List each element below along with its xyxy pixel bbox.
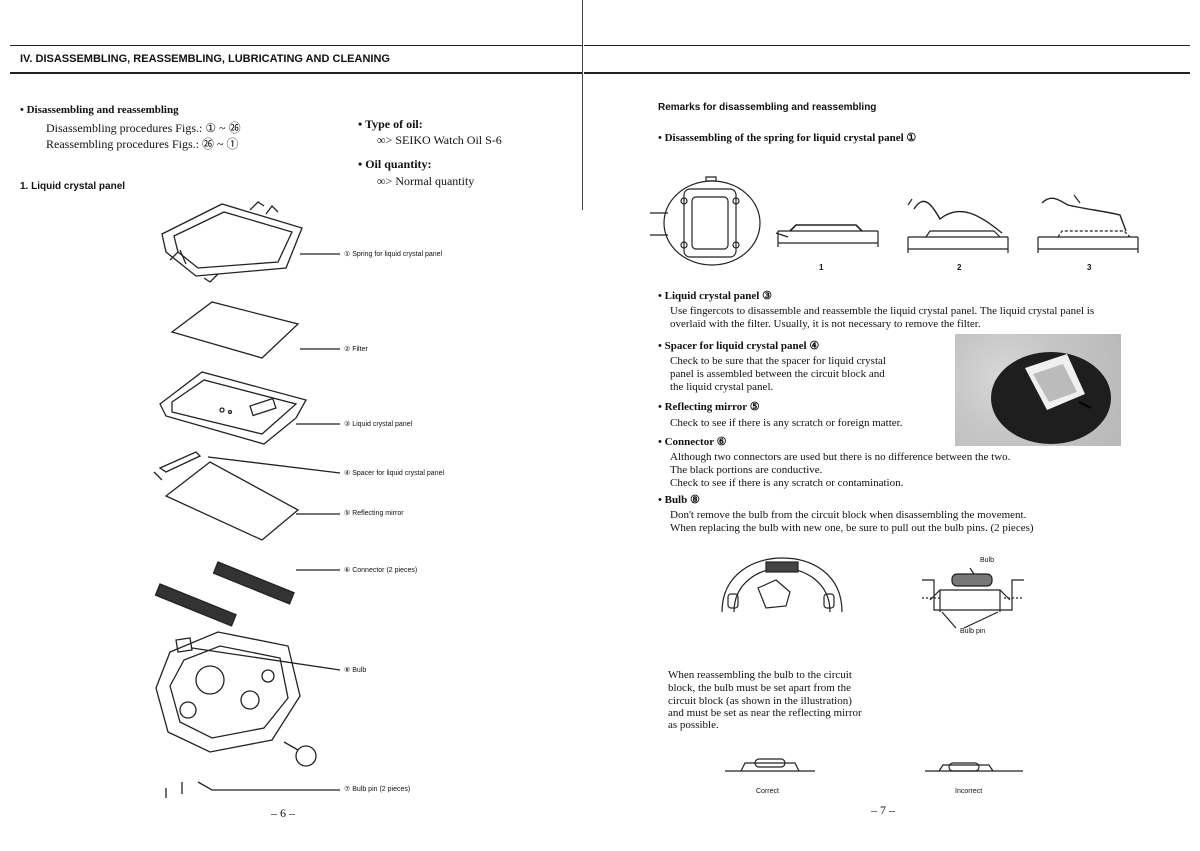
page-number-right: – 7 – [871, 803, 895, 817]
fig-number-1: 1 [819, 263, 824, 272]
section-header: IV. DISASSEMBLING, REASSEMBLING, LUBRICA… [20, 53, 390, 65]
bulb-heading: • Bulb ⑧ [658, 494, 700, 506]
watch-photo [955, 334, 1121, 446]
page-divider [582, 0, 583, 210]
callout-spacer: ④ Spacer for liquid crystal panel [344, 470, 445, 477]
spacer-line3: the liquid crystal panel. [670, 381, 774, 393]
reass-line1: When reassembling the bulb to the circui… [668, 669, 852, 681]
callout-lcd-panel: ③ Liquid crystal panel [344, 421, 413, 428]
fig-number-2: 2 [957, 263, 962, 272]
incorrect-label: Incorrect [955, 788, 983, 795]
reass-line3: circuit block (as shown in the illustrat… [668, 695, 852, 707]
spacer-line1: Check to be sure that the spacer for liq… [670, 355, 886, 367]
remarks-title: Remarks for disassembling and reassembli… [658, 102, 877, 113]
bulb-line2: When replacing the bulb with new one, be… [670, 522, 1034, 534]
callout-bulb-pin: ⑦ Bulb pin (2 pieces) [344, 786, 411, 793]
fig-number-3: 3 [1087, 263, 1092, 272]
bulb-position-diagram [721, 557, 1024, 629]
section-title: 1. Liquid crystal panel [20, 181, 126, 192]
header-rule-left [10, 72, 582, 74]
reass-line2: block, the bulb must be set apart from t… [668, 682, 851, 694]
mirror-line1: Check to see if there is any scratch or … [670, 417, 903, 429]
conn-line1: Although two connectors are used but the… [670, 451, 1011, 463]
top-rule-right [584, 45, 1190, 46]
oil-type-value: ∞> SEIKO Watch Oil S-6 [377, 133, 502, 147]
callout-filter: ② Filter [344, 346, 368, 353]
oil-type-heading: • Type of oil: [358, 117, 423, 131]
callout-mirror: ⑤ Reflecting mirror [344, 510, 404, 517]
bulb-line1: Don't remove the bulb from the circuit b… [670, 509, 1027, 521]
dis-heading: • Disassembling and reassembling [20, 104, 179, 116]
dis-line2: Reassembling procedures Figs.: ㉖ ~ ① [46, 137, 239, 151]
top-rule-left [10, 45, 582, 46]
correct-label: Correct [756, 788, 779, 795]
correct-incorrect-diagram [725, 758, 1023, 772]
conn-line3: Check to see if there is any scratch or … [670, 477, 904, 489]
callout-connector: ⑥ Connector (2 pieces) [344, 567, 418, 574]
oil-qty-heading: • Oil quantity: [358, 157, 432, 171]
lcp-line2: overlaid with the filter. Usually, it is… [670, 318, 981, 330]
dis-line1: Disassembling procedures Figs.: ① ~ ㉖ [46, 121, 241, 135]
oil-qty-value: ∞> Normal quantity [377, 174, 475, 188]
page-number-left: – 6 – [271, 806, 295, 820]
reass-line5: as possible. [668, 719, 719, 731]
spring-heading: • Disassembling of the spring for liquid… [658, 132, 917, 144]
lcp-line1: Use fingercots to disassemble and reasse… [670, 305, 1095, 317]
bulb-pin-label: Bulb pin [960, 628, 986, 635]
spring-removal-figures [650, 176, 1139, 266]
reass-line4: and must be set as near the reflecting m… [668, 707, 862, 719]
spacer-line2: panel is assembled between the circuit b… [670, 368, 885, 380]
spacer-heading: • Spacer for liquid crystal panel ④ [658, 340, 820, 352]
bulb-label: Bulb [980, 557, 995, 564]
exploded-view-diagram [153, 201, 341, 798]
callout-spring: ① Spring for liquid crystal panel [344, 251, 443, 258]
conn-line2: The black portions are conductive. [670, 464, 823, 476]
callout-bulb: ⑧ Bulb [344, 667, 367, 674]
header-rule-right [584, 72, 1190, 74]
mirror-heading: • Reflecting mirror ⑤ [658, 401, 760, 413]
conn-heading: • Connector ⑥ [658, 436, 727, 448]
lcp-heading: • Liquid crystal panel ③ [658, 290, 772, 302]
